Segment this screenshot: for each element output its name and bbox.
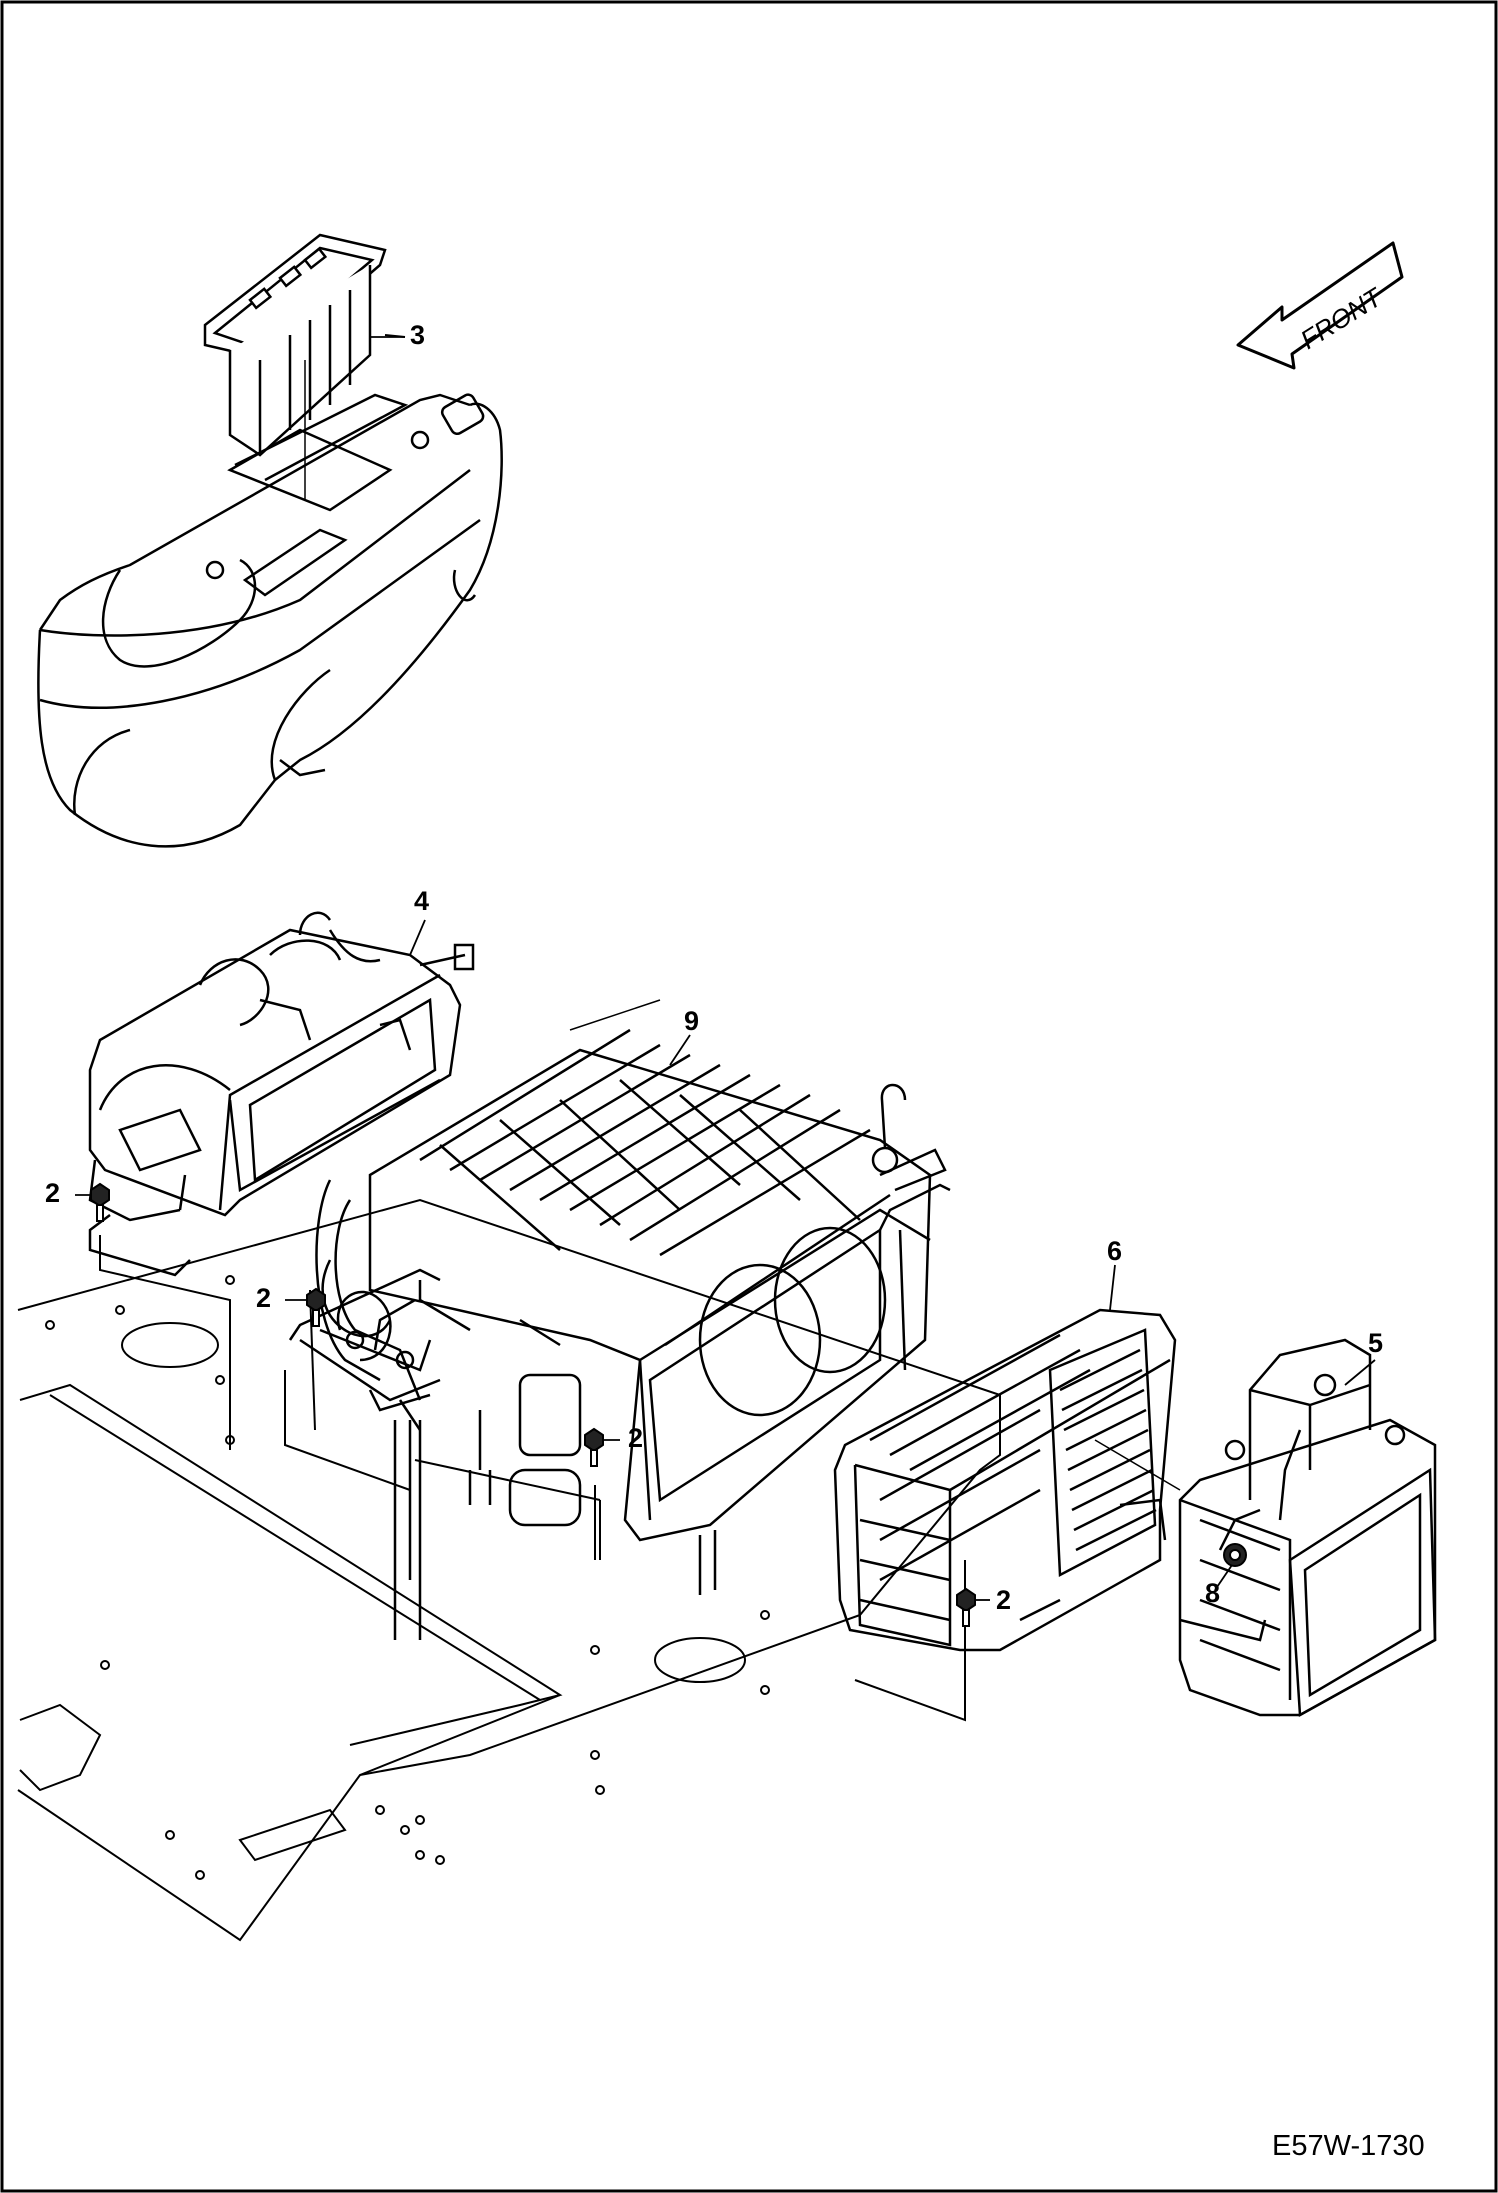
knob-8 bbox=[1223, 1543, 1247, 1567]
callout-8: 8 bbox=[1205, 1578, 1221, 1608]
bolt-2d bbox=[956, 1587, 976, 1627]
callout-2-filter: 2 bbox=[996, 1585, 1012, 1615]
front-direction-arrow: FRONT bbox=[1236, 241, 1404, 370]
console-housing bbox=[37, 360, 503, 848]
control-panel-part-3 bbox=[203, 233, 406, 457]
heater-core-part-9 bbox=[315, 999, 951, 1595]
blower-unit-part-4 bbox=[88, 911, 475, 1277]
bolt-parts-2 bbox=[90, 1182, 1247, 1627]
drawing-code: E57W-1730 bbox=[1272, 2130, 1425, 2162]
filter-unit-part-6 bbox=[833, 1308, 1181, 1652]
callout-3: 3 bbox=[410, 320, 426, 350]
valve-bracket bbox=[288, 1268, 441, 1640]
bolt-2c bbox=[584, 1427, 604, 1467]
cab-floor-plate bbox=[17, 1198, 1001, 1942]
callout-6: 6 bbox=[1107, 1236, 1123, 1266]
bolt-2a bbox=[90, 1182, 110, 1222]
bolt-2b bbox=[306, 1287, 326, 1327]
callout-leaders bbox=[75, 336, 1376, 1601]
callout-2-left: 2 bbox=[45, 1178, 61, 1208]
callout-2-right: 2 bbox=[628, 1423, 644, 1453]
callout-9: 9 bbox=[684, 1006, 700, 1036]
callout-4: 4 bbox=[414, 886, 430, 916]
intake-unit-part-5 bbox=[1178, 1338, 1437, 1718]
callout-2-center: 2 bbox=[256, 1283, 272, 1313]
callout-5: 5 bbox=[1368, 1328, 1384, 1358]
